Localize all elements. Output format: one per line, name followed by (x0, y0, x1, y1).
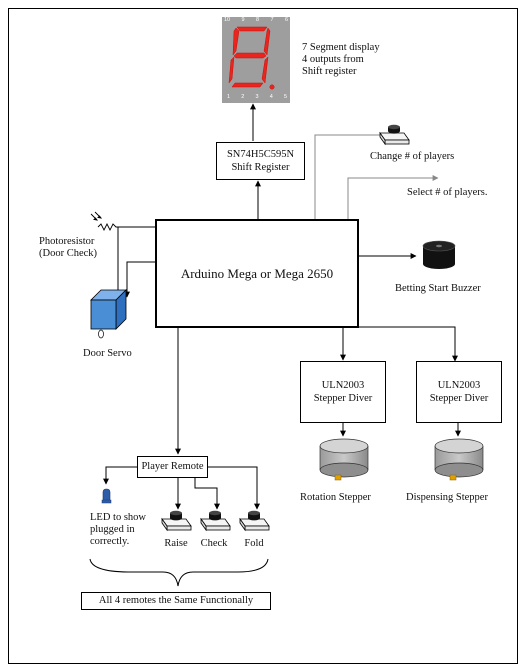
stepper-driver-right-box: ULN2003 Stepper Diver (416, 361, 502, 423)
display-caption-line: 4 outputs from (302, 54, 364, 65)
buzzer-label: Betting Start Buzzer (395, 283, 481, 294)
check-label: Check (200, 538, 228, 549)
remotes-brace (89, 558, 269, 587)
buzzer (422, 240, 456, 269)
photoresistor-label-line: Photoresistor (39, 236, 95, 247)
servo-motor (90, 289, 127, 339)
display-caption-line: 7 Segment display (302, 42, 380, 53)
display-pin: 7 (270, 17, 274, 23)
segment-dp (269, 84, 275, 90)
photoresistor-label: Photoresistor (Door Check) (39, 236, 97, 260)
display-pin: 4 (269, 94, 273, 100)
display-pin: 6 (284, 17, 288, 23)
arduino-label: Arduino Mega or Mega 2650 (180, 266, 334, 281)
segment-e (228, 56, 235, 84)
photoresistor-symbol (90, 211, 118, 232)
rotation-stepper-motor (319, 438, 369, 481)
arduino-box: Arduino Mega or Mega 2650 (155, 219, 359, 328)
arrow-arduino-to-select-players (347, 175, 439, 219)
display-pin: 10 (224, 17, 231, 23)
segment-f (232, 27, 240, 56)
led-indicator (101, 488, 112, 504)
check-button-icon (200, 510, 231, 532)
display-pin: 8 (256, 17, 260, 23)
door-servo-label: Door Servo (83, 348, 132, 359)
photoresistor-label-line: (Door Check) (39, 248, 98, 259)
arrow-arduino-to-driver-right (358, 326, 458, 362)
display-bottom-pins: 1 2 3 4 5 (227, 94, 287, 100)
rotation-stepper-label: Rotation Stepper (300, 492, 371, 503)
driver-right-line: Stepper Diver (429, 393, 489, 404)
change-players-label: Change # of players (370, 151, 455, 162)
shift-register-line: Shift Register (231, 162, 290, 173)
display-pin: 1 (227, 94, 231, 100)
display-pin: 2 (241, 94, 245, 100)
line-arduino-to-change-players (314, 134, 380, 219)
player-remote-label: Player Remote (141, 461, 204, 472)
arrow-remote-to-fold (208, 466, 260, 510)
fold-button-icon (239, 510, 270, 532)
arrow-remote-to-check (194, 478, 220, 510)
raise-button-icon (161, 510, 192, 532)
segment-g (233, 52, 267, 59)
seven-segment-display (222, 17, 290, 103)
display-segments (228, 26, 275, 90)
segment-b (263, 27, 271, 56)
shift-register-line: SN74H5C595N (226, 149, 295, 160)
display-caption: 7 Segment display 4 outputs from Shift r… (302, 42, 380, 78)
shift-register-box: SN74H5C595N Shift Register (216, 142, 305, 180)
select-players-label: Select # of players. (407, 187, 488, 198)
driver-left-line: ULN2003 (321, 380, 365, 391)
led-label-line: LED to show (90, 512, 146, 523)
change-players-button (379, 124, 410, 146)
arrow-remote-to-led (103, 466, 137, 485)
raise-label: Raise (164, 538, 188, 549)
segment-a (236, 26, 268, 32)
display-caption-line: Shift register (302, 66, 357, 77)
dispensing-stepper-label: Dispensing Stepper (406, 492, 488, 503)
driver-left-line: Stepper Diver (313, 393, 373, 404)
segment-d (231, 82, 264, 88)
led-label-line: plugged in (90, 524, 135, 535)
segment-c (261, 56, 269, 84)
display-pin: 5 (283, 94, 287, 100)
display-pin: 9 (241, 17, 245, 23)
led-label-line: correctly. (90, 536, 130, 547)
arrow-arduino-to-servo (124, 261, 155, 298)
player-remote-box: Player Remote (137, 456, 208, 478)
stepper-driver-left-box: ULN2003 Stepper Diver (300, 361, 386, 423)
display-pin: 3 (255, 94, 259, 100)
driver-right-line: ULN2003 (437, 380, 481, 391)
remotes-footer-box: All 4 remotes the Same Functionally (81, 592, 271, 610)
display-top-pins: 10 9 8 7 6 (224, 17, 288, 23)
remotes-footer-label: All 4 remotes the Same Functionally (98, 595, 254, 606)
fold-label: Fold (244, 538, 264, 549)
dispensing-stepper-motor (434, 438, 484, 481)
led-label: LED to show plugged in correctly. (90, 512, 146, 548)
page-border (8, 8, 518, 664)
